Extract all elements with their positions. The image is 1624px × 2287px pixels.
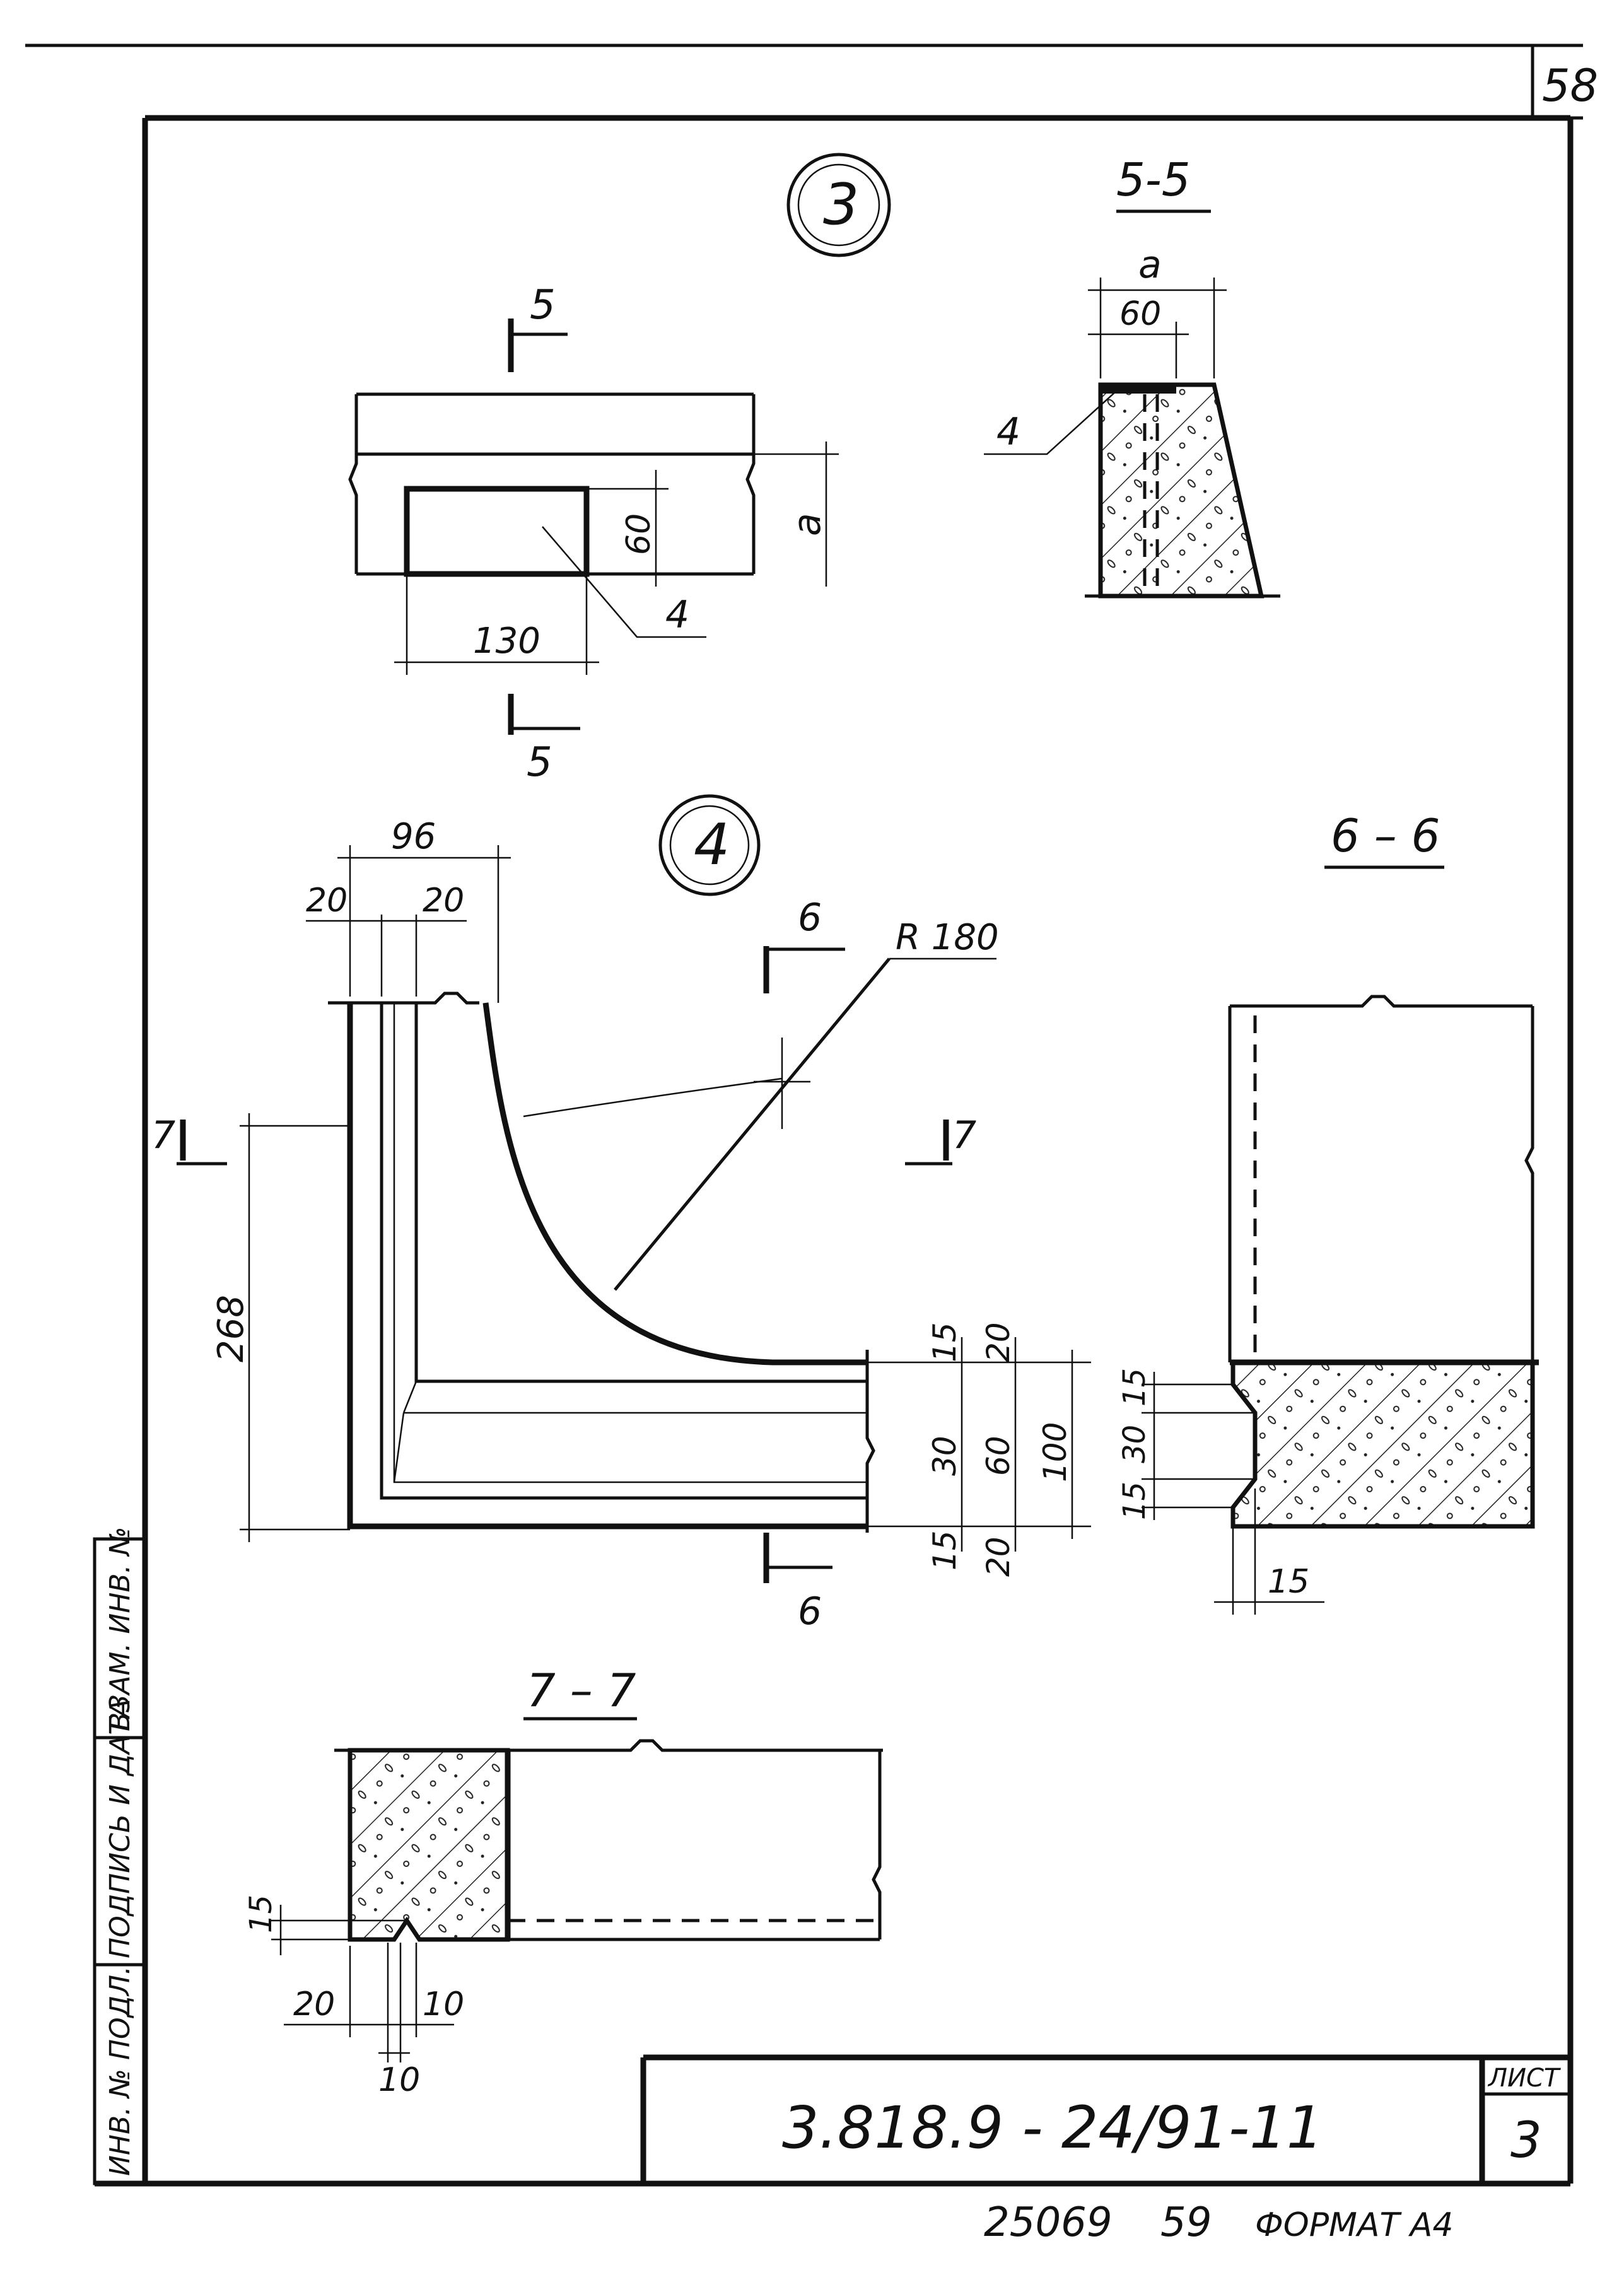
section-5-5-title: 5-5 bbox=[1116, 153, 1191, 206]
node-3-plan bbox=[348, 319, 839, 735]
node-4-radius: R 180 bbox=[896, 917, 999, 958]
node-4-dim-15-bottom: 15 bbox=[926, 1530, 963, 1570]
node-4-dim-268: 268 bbox=[211, 1295, 252, 1362]
side-stamp: ВЗАМ. ИНВ. № ПОДПИСЬ И ДАТА ИНВ. № ПОДЛ. bbox=[93, 1527, 147, 2185]
node-4-plan bbox=[177, 845, 1091, 1583]
node-4-dim-20-right: 20 bbox=[423, 882, 464, 920]
node-3-dim-60: 60 bbox=[620, 513, 658, 555]
section-7-7-dim-10-right: 10 bbox=[423, 1986, 464, 2023]
node-4-dim-20-bottom: 20 bbox=[980, 1536, 1017, 1577]
node-4-dim-30: 30 bbox=[926, 1436, 963, 1476]
node-3-dim-130: 130 bbox=[473, 621, 540, 662]
section-7-7-drawing bbox=[271, 1739, 883, 2062]
section-7-7-title: 7 – 7 bbox=[527, 1664, 636, 1717]
node-3-label: 3 bbox=[823, 172, 859, 238]
node-4-section-mark-7-right: 7 bbox=[952, 1113, 976, 1157]
node-4-dim-60: 60 bbox=[980, 1436, 1017, 1476]
sheet-frame bbox=[25, 44, 1583, 2187]
node-3-dim-a: a bbox=[785, 513, 829, 536]
node-4-dim-20-top: 20 bbox=[980, 1322, 1017, 1362]
node-3-marker bbox=[786, 153, 891, 257]
node-3-leader-4: 4 bbox=[665, 593, 689, 637]
section-6-6-dim-30: 30 bbox=[1117, 1425, 1152, 1463]
sheet-label: ЛИСТ bbox=[1487, 2064, 1562, 2093]
node-4-label: 4 bbox=[694, 812, 730, 878]
node-4-section-mark-6-top: 6 bbox=[798, 896, 822, 940]
node-3-section-mark-top: 5 bbox=[530, 282, 556, 329]
section-5-5-dim-60: 60 bbox=[1119, 295, 1161, 333]
section-6-6-title: 6 – 6 bbox=[1331, 809, 1440, 862]
section-6-6-drawing bbox=[1142, 995, 1539, 1615]
node-4-marker bbox=[658, 794, 761, 896]
section-5-5-drawing bbox=[984, 278, 1280, 599]
node-3-section-mark-bottom: 5 bbox=[527, 739, 552, 786]
section-6-6-dim-15-horizontal: 15 bbox=[1268, 1563, 1309, 1601]
section-6-6-dim-15-top: 15 bbox=[1117, 1368, 1152, 1407]
node-4-dim-20-left: 20 bbox=[306, 882, 348, 920]
section-7-7-dim-10-bottom: 10 bbox=[378, 2061, 420, 2099]
sheet-number: 3 bbox=[1510, 2112, 1542, 2169]
section-5-5-leader-4: 4 bbox=[996, 410, 1020, 454]
node-4-section-mark-6-bottom: 6 bbox=[798, 1589, 822, 1634]
stamp-vzam-inv: ВЗАМ. ИНВ. № bbox=[104, 1527, 136, 1731]
section-7-7-dim-15: 15 bbox=[243, 1895, 279, 1933]
document-code: 3.818.9 - 24/91-11 bbox=[782, 2094, 1323, 2161]
footer-page: 59 bbox=[1160, 2199, 1212, 2246]
node-4-dim-15-top: 15 bbox=[926, 1322, 963, 1362]
section-7-7-dim-20: 20 bbox=[293, 1986, 335, 2023]
stamp-podpis-data: ПОДПИСЬ И ДАТА bbox=[104, 1699, 136, 1958]
stamp-inv-podl: ИНВ. № ПОДЛ. bbox=[104, 1966, 136, 2176]
title-block bbox=[640, 2054, 1570, 2184]
section-6-6-dim-15-bottom: 15 bbox=[1117, 1482, 1152, 1520]
node-4-dim-96: 96 bbox=[391, 816, 436, 857]
page-number: 58 bbox=[1542, 60, 1598, 112]
section-5-5-dim-a: a bbox=[1138, 243, 1162, 287]
footer-inventory: 25069 bbox=[984, 2199, 1113, 2246]
node-4-section-mark-7-left: 7 bbox=[151, 1113, 175, 1157]
node-4-dim-100: 100 bbox=[1037, 1422, 1073, 1482]
footer-format: ФОРМАТ А4 bbox=[1255, 2206, 1453, 2244]
